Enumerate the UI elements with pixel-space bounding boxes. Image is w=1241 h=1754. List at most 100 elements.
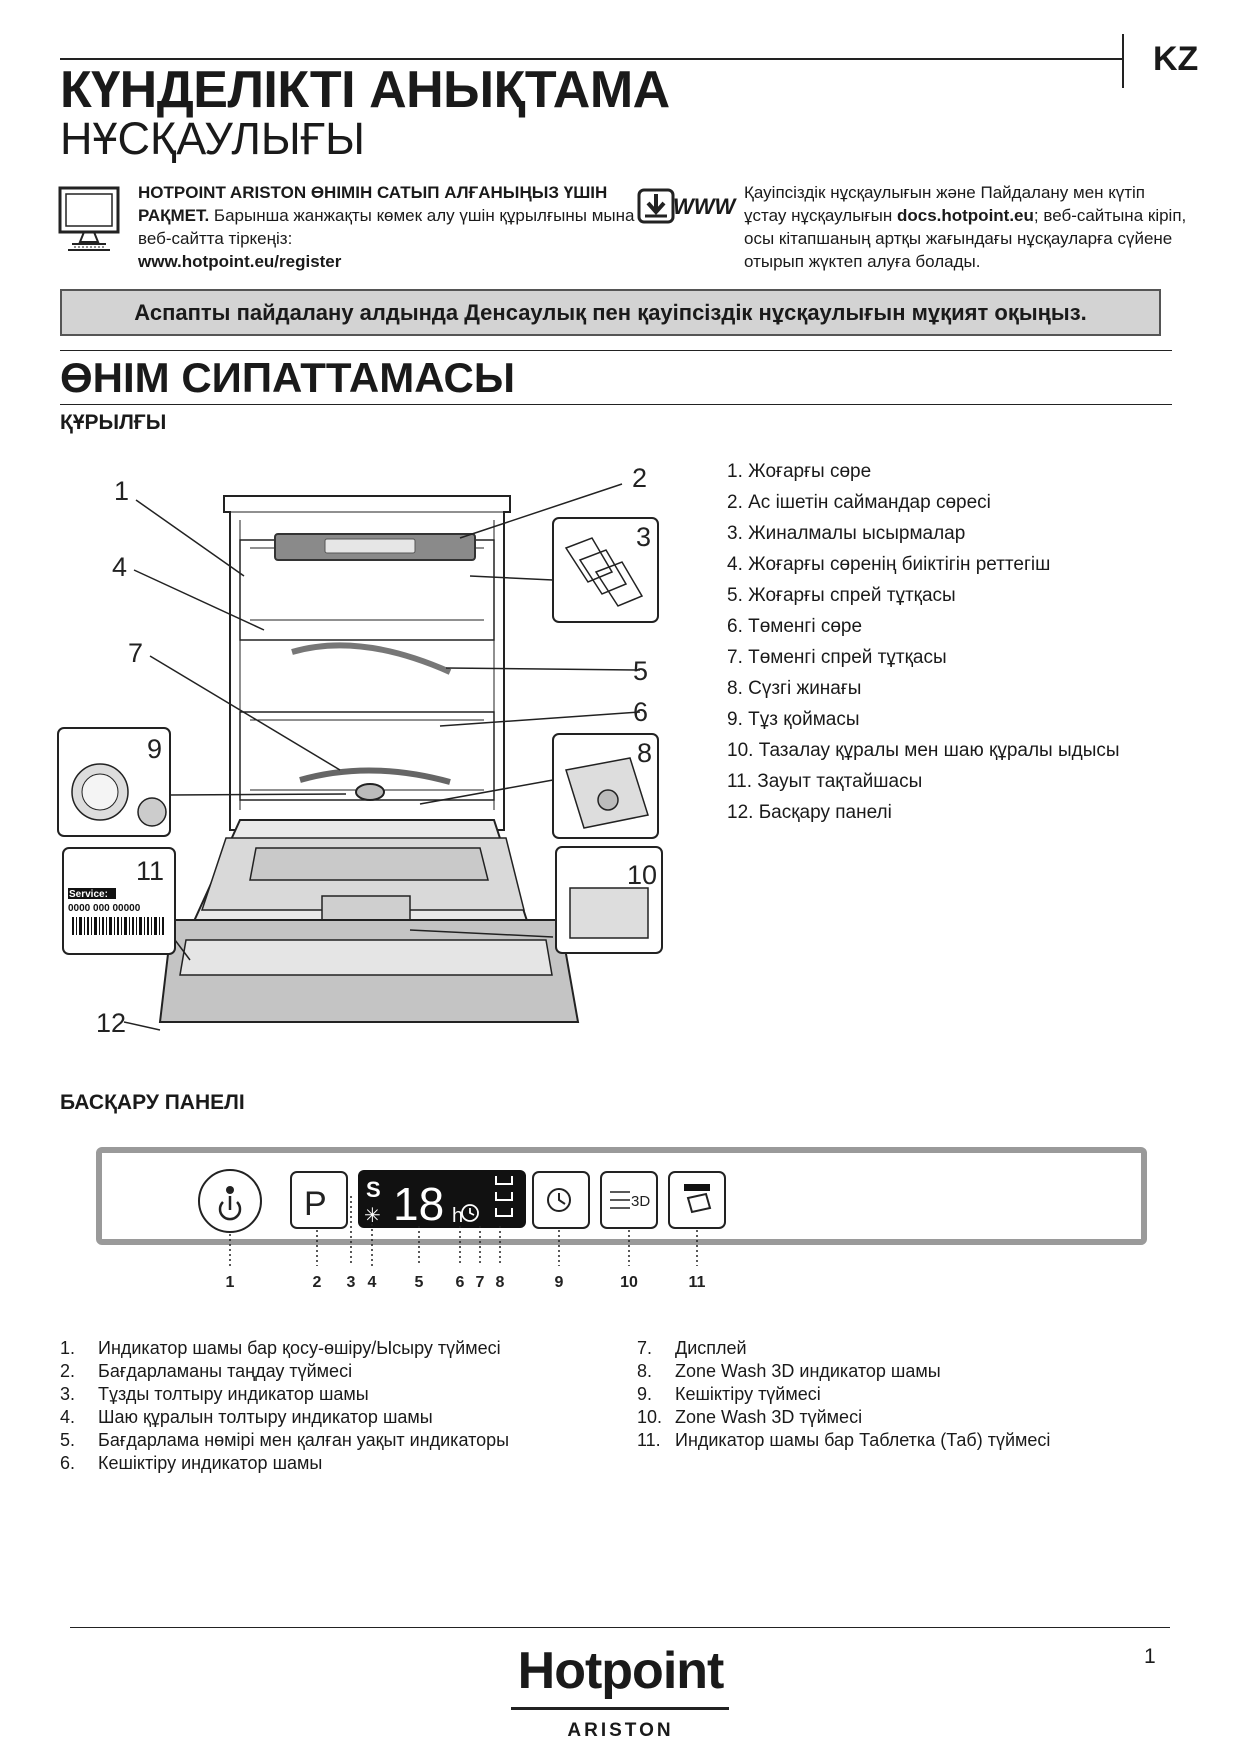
- power-indicator-light: [226, 1186, 234, 1194]
- product-heading: ӨНІМ СИПАТТАМАСЫ: [60, 354, 515, 401]
- footer-rule: [70, 1627, 1170, 1628]
- diagram-label-7: 7: [128, 638, 143, 668]
- legend-item: 5.Бағдарлама нөмірі мен қалған уақыт инд…: [60, 1430, 510, 1450]
- salt-indicator-icon: S: [366, 1177, 381, 1202]
- cabinet-frame: [223, 495, 511, 831]
- diagram-label-11: 11: [136, 856, 164, 886]
- part-item: 4. Жоғарғы сөренің биіктігін реттегіш: [727, 554, 1051, 575]
- part-item: 9. Тұз қоймасы: [727, 709, 860, 730]
- legend-item: 10.Zone Wash 3D түймесі: [637, 1407, 863, 1427]
- part-item: 11. Зауыт тақтайшасы: [727, 771, 923, 792]
- part-item: 10. Тазалау құралы мен шаю құралы ыдысы: [727, 740, 1120, 761]
- power-icon: [218, 1196, 242, 1221]
- tablet-icon: [686, 1192, 712, 1214]
- legend-item: 6.Кешіктіру индикатор шамы: [60, 1453, 323, 1473]
- legend-item: 8.Zone Wash 3D индикатор шамы: [637, 1361, 941, 1381]
- program-button-label: P: [304, 1185, 327, 1223]
- header-rule: [60, 58, 1122, 60]
- thanks-bold: HOTPOINT ARISTON ӨНІМІН САТЫП АЛҒАНЫҢЫЗ …: [138, 183, 608, 225]
- diagram-label-2: 2: [632, 463, 647, 493]
- monitor-icon: [58, 186, 120, 251]
- www-icon-text: WWW: [673, 194, 736, 219]
- language-code: KZ: [1153, 40, 1199, 78]
- panel-callout-11: 11: [689, 1274, 706, 1291]
- control-panel-heading: БАСҚАРУ ПАНЕЛІ: [60, 1091, 245, 1114]
- panel-callout-5: 5: [415, 1274, 424, 1291]
- legend-item: 7.Дисплей: [637, 1338, 747, 1358]
- title-line2: НҰСҚАУЛЫҒЫ: [60, 113, 365, 164]
- brand-logo: Hotpoint: [517, 1642, 725, 1700]
- lower-rack: [239, 711, 495, 801]
- panel-callout-10: 10: [620, 1274, 638, 1291]
- panel-callout-9: 9: [555, 1274, 564, 1291]
- section-rule-top: [60, 350, 1172, 351]
- register-link[interactable]: www.hotpoint.eu/register: [138, 252, 342, 271]
- dishwasher-diagram: Service: 0000 000 00000 1 2 3 4 5 6 7 8 …: [57, 463, 663, 1035]
- docs-link[interactable]: docs.hotpoint.eu: [896, 206, 1034, 225]
- tablet-indicator-light: [684, 1184, 710, 1191]
- legend-left: 1.Индикатор шамы бар қосу-өшіру/Ысыру тү…: [60, 1337, 509, 1475]
- safety-text: Қауіпсіздік нұсқаулығын және Пайдалану м…: [744, 181, 1189, 273]
- warning-banner: Аспапты пайдалану алдында Денсаулық пен …: [60, 289, 1161, 336]
- zone-wash-icon: [610, 1191, 630, 1209]
- delay-icon: [547, 1188, 571, 1212]
- panel-callout-4: 4: [368, 1274, 377, 1291]
- service-label: Service:: [69, 889, 108, 900]
- panel-callout-2: 2: [313, 1274, 322, 1291]
- delay-button[interactable]: [532, 1171, 590, 1229]
- display-digits: 18: [393, 1178, 444, 1230]
- safety-text-2: ; веб-сайтына кіріп, осы кітапшаның артқ…: [744, 206, 1187, 271]
- rinse-aid-indicator-icon: ✳: [364, 1205, 381, 1227]
- parts-list: 1. Жоғарғы сөре 2. Ас ішетін саймандар с…: [727, 456, 1120, 828]
- panel-callout-1: 1: [226, 1274, 235, 1291]
- safety-text-1: Қауіпсіздік нұсқаулығын және Пайдалану м…: [744, 183, 1145, 225]
- display-unit: h: [452, 1205, 463, 1227]
- zone-wash-button-label: 3D: [631, 1193, 650, 1210]
- part-item: 5. Жоғарғы спрей тұтқасы: [727, 585, 956, 606]
- legend-right: 7.Дисплей 8.Zone Wash 3D индикатор шамы …: [637, 1337, 1050, 1452]
- part-item: 1. Жоғарғы сөре: [727, 461, 872, 482]
- thanks-body: Барынша жанжақты көмек алу үшін құрылғын…: [138, 206, 635, 248]
- panel-callout-6: 6: [456, 1274, 465, 1291]
- legend-item: 11.Индикатор шамы бар Таблетка (Таб) түй…: [637, 1430, 1051, 1450]
- page-number: 1: [1144, 1645, 1156, 1668]
- title-line1: КҮНДЕЛІКТІ АНЫҚТАМА: [60, 61, 670, 119]
- download-www-icon: WWW: [637, 188, 735, 228]
- diagram-label-12: 12: [96, 1008, 126, 1035]
- display: [358, 1170, 526, 1228]
- zone-wash-indicator-icon: [495, 1176, 513, 1217]
- header-divider: [1122, 34, 1124, 88]
- diagram-label-3: 3: [636, 522, 651, 552]
- appliance-subheading: ҚҰРЫЛҒЫ: [60, 411, 167, 434]
- part-item: 6. Төменгі сөре: [727, 616, 863, 637]
- legend-item: 9.Кешіктіру түймесі: [637, 1384, 821, 1404]
- diagram-label-4: 4: [112, 552, 127, 582]
- logo-underline: [511, 1707, 729, 1710]
- part-item: 12. Басқару панелі: [727, 802, 892, 823]
- part-item: 2. Ас ішетін саймандар сөресі: [727, 492, 991, 513]
- diagram-label-1: 1: [114, 476, 129, 506]
- legend-item: 2.Бағдарламаны таңдау түймесі: [60, 1361, 353, 1381]
- diagram-label-8: 8: [637, 738, 652, 768]
- thanks-text: HOTPOINT ARISTON ӨНІМІН САТЫП АЛҒАНЫҢЫЗ …: [138, 181, 638, 273]
- control-panel-diagram: P S ✳ 18 h 3D 1 2 3 4 5 6 7 8 9 10 11: [96, 1147, 1147, 1291]
- diagram-label-6: 6: [633, 697, 648, 727]
- section-rule-bottom: [60, 404, 1172, 405]
- service-number: 0000 000 00000: [68, 903, 141, 914]
- part-item: 7. Төменгі спрей тұтқасы: [727, 647, 947, 668]
- barcode: [72, 917, 164, 935]
- tablet-button[interactable]: [668, 1171, 726, 1229]
- panel-callout-3: 3: [347, 1274, 356, 1291]
- part-item: 8. Сүзгі жинағы: [727, 678, 862, 699]
- legend-item: 3.Тұзды толтыру индикатор шамы: [60, 1384, 369, 1404]
- panel-callout-7: 7: [476, 1274, 485, 1291]
- diagram-label-10: 10: [627, 860, 657, 890]
- brand-sub-logo: ARISTON: [567, 1720, 674, 1741]
- diagram-label-9: 9: [147, 734, 162, 764]
- diagram-label-5: 5: [633, 656, 648, 686]
- delay-indicator-icon: [461, 1204, 479, 1222]
- legend-item: 1.Индикатор шамы бар қосу-өшіру/Ысыру тү…: [60, 1338, 501, 1358]
- program-button[interactable]: [290, 1171, 348, 1229]
- part-item: 3. Жиналмалы ысырмалар: [727, 523, 966, 544]
- panel-callout-8: 8: [496, 1274, 505, 1291]
